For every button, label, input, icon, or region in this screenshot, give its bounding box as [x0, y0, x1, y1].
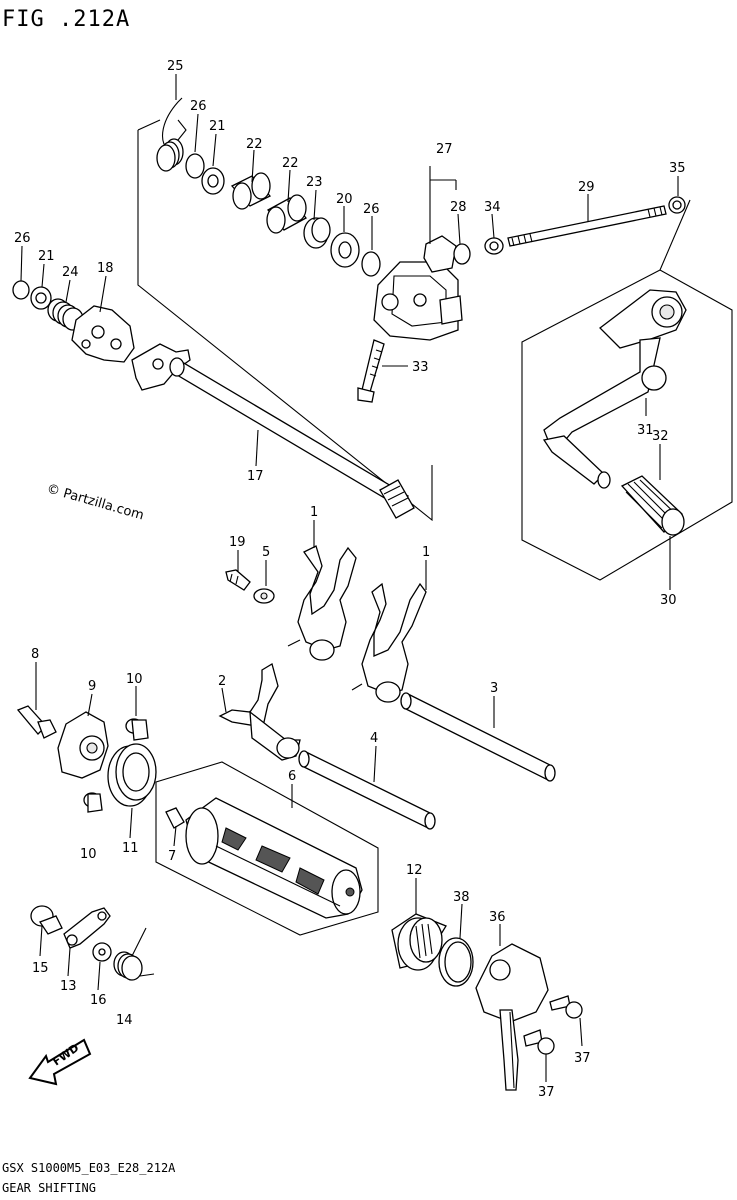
callout-1: 1 — [422, 545, 430, 560]
gearshift-lever-part — [542, 289, 687, 489]
shift-fork-part — [351, 582, 427, 703]
callout-10: 10 — [80, 847, 97, 862]
callout-35: 35 — [669, 161, 686, 176]
callout-22: 22 — [282, 156, 299, 171]
callout-16: 16 — [90, 993, 107, 1008]
callout-13: 13 — [60, 979, 77, 994]
callout-21: 21 — [38, 249, 55, 264]
callout-26: 26 — [363, 202, 380, 217]
callout-25: 25 — [167, 59, 184, 74]
callout-29: 29 — [578, 180, 595, 195]
figure-title: FIG .212A — [2, 7, 130, 32]
gear-position-switch-part — [475, 943, 549, 1091]
callout-38: 38 — [453, 890, 470, 905]
shift-fork-part — [218, 663, 301, 761]
callout-18: 18 — [97, 261, 114, 276]
footpeg-rubber-part — [620, 475, 685, 536]
shift-shaft-group-outline — [137, 130, 433, 522]
cam-stopper-lever-part — [63, 907, 111, 949]
callout-6: 6 — [288, 769, 296, 784]
bushing-part — [266, 194, 307, 234]
spring-part — [47, 298, 84, 331]
callout-4: 4 — [370, 731, 378, 746]
oil-seal-part — [303, 217, 331, 249]
return-spring-part — [156, 97, 187, 172]
callout-22: 22 — [246, 137, 263, 152]
bolt-part — [125, 718, 149, 741]
callout-1: 1 — [310, 505, 318, 520]
callout-15: 15 — [32, 961, 49, 976]
callout-31: 31 — [637, 423, 654, 438]
needle-bearing-part — [391, 913, 447, 971]
washer-part — [92, 942, 112, 962]
bushing-part — [230, 172, 272, 210]
bolt-part — [357, 339, 385, 403]
callout-34: 34 — [484, 200, 501, 215]
pin-part — [165, 807, 185, 829]
fork-shaft-part — [298, 750, 436, 830]
screw-part — [549, 995, 583, 1019]
circlip-part — [185, 153, 205, 179]
callout-5: 5 — [262, 545, 270, 560]
callout-9: 9 — [88, 679, 96, 694]
gearshift-arm-assembly — [373, 235, 471, 341]
callout-17: 17 — [247, 469, 264, 484]
nut-part — [484, 237, 504, 255]
fork-shaft-part — [400, 692, 556, 782]
callout-37: 37 — [538, 1085, 555, 1100]
spring-part — [113, 927, 155, 981]
bolt-part — [225, 569, 251, 591]
gearshift-rod-part — [507, 205, 667, 247]
callout-26: 26 — [14, 231, 31, 246]
callout-7: 7 — [168, 849, 176, 864]
callout-30: 30 — [660, 593, 677, 608]
cam-drum-group-outline — [155, 761, 379, 936]
callout-36: 36 — [489, 910, 506, 925]
callout-28: 28 — [450, 200, 467, 215]
callout-3: 3 — [490, 681, 498, 696]
callout-12: 12 — [406, 863, 423, 878]
leader-lines — [20, 74, 679, 1082]
callout-37: 37 — [574, 1051, 591, 1066]
gearshift-cam-part — [185, 797, 363, 919]
callout-11: 11 — [122, 841, 139, 856]
callout-23: 23 — [306, 175, 323, 190]
gearshift-shaft-part — [131, 343, 415, 519]
screw-part — [523, 1029, 555, 1055]
shift-fork-part — [287, 545, 357, 661]
fwd-arrow-icon: FWD — [28, 1038, 92, 1086]
callout-33: 33 — [412, 360, 429, 375]
callout-32: 32 — [652, 429, 669, 444]
bolt-part — [16, 705, 57, 739]
callout-14: 14 — [116, 1013, 133, 1028]
bearing-part — [107, 743, 157, 807]
circlip-part — [12, 280, 30, 300]
cam-stopper-plate-part — [57, 711, 109, 779]
nut-part — [668, 196, 686, 214]
callout-labels: 25 26 21 22 22 23 20 26 27 28 34 29 35 2… — [14, 59, 686, 1100]
watermark: © Partzilla.com — [45, 481, 146, 523]
callout-10: 10 — [126, 672, 143, 687]
callout-27: 27 — [436, 142, 453, 157]
cam-stopper-part — [253, 588, 275, 604]
callout-19: 19 — [229, 535, 246, 550]
gearshift-plate-part — [71, 305, 135, 363]
footer-name: GEAR SHIFTING — [2, 1181, 96, 1195]
callout-2: 2 — [218, 674, 226, 689]
bolt-part — [30, 905, 63, 935]
callout-21: 21 — [209, 119, 226, 134]
bolt-part — [83, 792, 103, 813]
circlip-part — [361, 251, 381, 277]
footer-code: GSX S1000M5_E03_E28_212A — [2, 1161, 176, 1175]
callout-8: 8 — [31, 647, 39, 662]
callout-26: 26 — [190, 99, 207, 114]
callout-20: 20 — [336, 192, 353, 207]
callout-24: 24 — [62, 265, 79, 280]
